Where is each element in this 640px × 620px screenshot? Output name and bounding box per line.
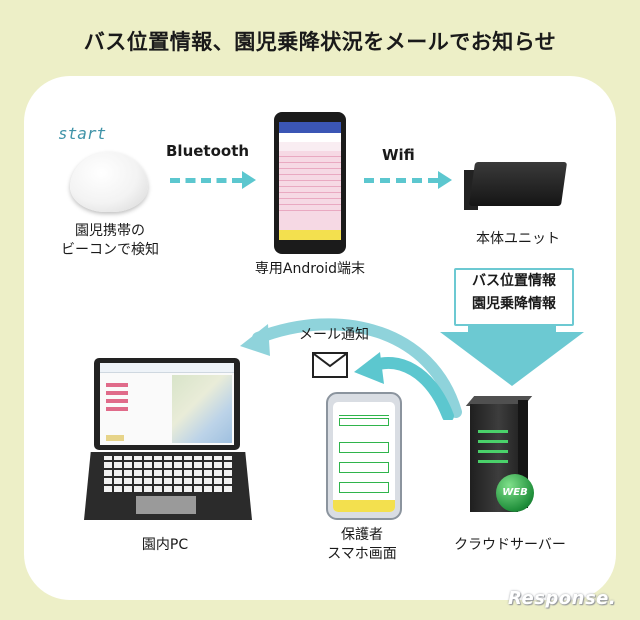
- unit-caption: 本体ユニット: [476, 231, 560, 247]
- bluetooth-label: Bluetooth: [166, 142, 250, 160]
- android-row: [279, 169, 341, 175]
- laptop-screen-button: [106, 435, 124, 441]
- laptop-map: [172, 375, 232, 443]
- android-row: [279, 193, 341, 199]
- android-screen-header: [279, 122, 341, 133]
- server-led: [478, 440, 508, 443]
- footer-logo: Response.: [508, 588, 617, 609]
- laptop-screen-button: [106, 383, 128, 387]
- android-row: [279, 151, 341, 157]
- laptop-screen: [100, 363, 234, 445]
- laptop-screen-header: [100, 363, 234, 373]
- android-row: [279, 157, 341, 163]
- server-caption: クラウドサーバー: [454, 537, 566, 553]
- android-screen-subheader: [279, 133, 341, 142]
- wifi-arrow-head: [438, 171, 452, 189]
- mail-icon: [312, 352, 348, 378]
- page-title: バス位置情報、園児乗降状況をメールでお知らせ: [83, 30, 557, 54]
- wifi-label: Wifi: [382, 146, 415, 164]
- beacon-caption: 園児携帯の ビーコンで検知: [50, 222, 170, 260]
- down-arrow-label: バス位置情報 園児乗降情報: [454, 268, 574, 326]
- smartphone-caption: 保護者 スマホ画面: [312, 526, 412, 564]
- android-row: [279, 181, 341, 187]
- sp-footer: [333, 500, 395, 512]
- beacon-icon: [70, 152, 148, 212]
- android-row: [279, 163, 341, 169]
- sp-field: [339, 482, 389, 493]
- main-unit-icon: [468, 162, 568, 206]
- web-globe-icon: WEB: [496, 474, 534, 512]
- laptop-icon: [94, 358, 240, 450]
- sp-field: [339, 462, 389, 473]
- notification-arrows: [240, 318, 462, 420]
- android-row: [279, 175, 341, 181]
- sp-date-bar: [339, 408, 389, 416]
- mail-flap: [314, 354, 346, 368]
- smartphone-icon: [326, 392, 402, 520]
- android-screen-footer: [279, 230, 341, 240]
- bluetooth-arrow-line: [170, 178, 242, 183]
- smartphone-screen: [333, 402, 395, 512]
- android-row: [279, 187, 341, 193]
- android-caption: 専用Android端末: [254, 261, 366, 277]
- laptop-touchpad: [136, 496, 196, 514]
- beacon-caption-line2: ビーコンで検知: [61, 242, 159, 258]
- sp-field: [339, 418, 389, 426]
- beacon-caption-line1: 園児携帯の: [75, 223, 145, 239]
- android-row: [279, 199, 341, 205]
- android-device-icon: [274, 112, 346, 254]
- laptop-screen-button: [106, 391, 128, 395]
- android-screen-subheader2: [279, 142, 341, 151]
- start-label: start: [58, 124, 107, 143]
- server-led: [478, 460, 508, 463]
- smartphone-caption-line2: スマホ画面: [327, 546, 397, 562]
- laptop-screen-button: [106, 407, 128, 411]
- server-led: [478, 430, 508, 433]
- android-screen: [279, 122, 341, 240]
- sp-field: [339, 442, 389, 453]
- pc-caption: 園内PC: [141, 537, 189, 553]
- wifi-arrow-line: [364, 178, 438, 183]
- android-row: [279, 205, 341, 211]
- laptop-screen-button: [106, 399, 128, 403]
- server-side: [518, 400, 528, 508]
- down-arrow-line2: 園児乗降情報: [472, 296, 556, 312]
- laptop-keyboard: [104, 456, 232, 492]
- mail-label: メール通知: [299, 327, 369, 343]
- bluetooth-arrow-head: [242, 171, 256, 189]
- server-led: [478, 450, 508, 453]
- down-arrow-line1: バス位置情報: [472, 273, 556, 289]
- smartphone-caption-line1: 保護者: [341, 527, 383, 543]
